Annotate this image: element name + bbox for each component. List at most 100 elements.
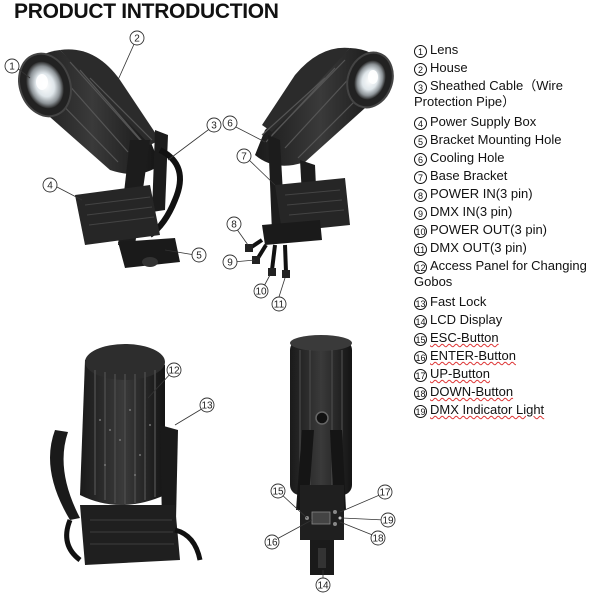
legend-label: Cooling Hole <box>430 150 505 165</box>
callout-10: 10 <box>253 283 269 299</box>
legend-label: DMX Indicator Light <box>430 402 545 417</box>
callout-2: 2 <box>129 30 145 46</box>
callout-number: 7 <box>241 152 247 163</box>
legend-number-badge: 4 <box>414 117 427 130</box>
legend-number-badge: 3 <box>414 81 427 94</box>
legend-label: Base Bracket <box>430 168 508 183</box>
legend-label: House <box>430 60 468 75</box>
callout-number: 5 <box>196 251 202 262</box>
legend-label: Access Panel for Changing Gobos <box>414 258 587 289</box>
legend-label: LCD Display <box>430 312 503 327</box>
callout-4: 4 <box>42 177 58 193</box>
legend-number-badge: 15 <box>414 333 427 346</box>
callout-6: 6 <box>222 115 238 131</box>
legend-label: DOWN-Button <box>430 384 514 399</box>
legend-number-badge: 18 <box>414 387 427 400</box>
callout-16: 16 <box>264 534 280 550</box>
legend-label: Sheathed Cable（Wire Protection Pipe） <box>414 78 563 109</box>
callout-number: 19 <box>382 516 394 527</box>
legend-number-badge: 19 <box>414 405 427 418</box>
legend-number-badge: 9 <box>414 207 427 220</box>
legend-label: ENTER-Button <box>430 348 516 363</box>
callout-3: 3 <box>206 117 222 133</box>
legend-label: POWER OUT(3 pin) <box>430 222 548 237</box>
legend-number-badge: 11 <box>414 243 427 256</box>
callout-5: 5 <box>191 247 207 263</box>
legend-label: Fast Lock <box>430 294 487 309</box>
legend-number-badge: 12 <box>414 261 427 274</box>
legend-number-badge: 14 <box>414 315 427 328</box>
callout-number: 13 <box>201 401 213 412</box>
callout-number: 10 <box>255 287 267 298</box>
projector-side-view <box>50 344 203 565</box>
legend-number-badge: 13 <box>414 297 427 310</box>
callout-number: 11 <box>274 300 285 311</box>
legend-label: Power Supply Box <box>430 114 537 129</box>
callout-number: 9 <box>227 258 233 269</box>
legend-label: POWER IN(3 pin) <box>430 186 533 201</box>
callout-1: 1 <box>4 58 20 74</box>
legend-number-badge: 2 <box>414 63 427 76</box>
legend-number-badge: 6 <box>414 153 427 166</box>
legend-label: UP-Button <box>430 366 490 381</box>
callout-19: 19 <box>380 512 396 528</box>
legend-number-badge: 8 <box>414 189 427 202</box>
projector-back-view <box>290 335 352 575</box>
callout-number: 8 <box>231 220 237 231</box>
callout-11: 11 <box>271 296 287 312</box>
callout-number: 2 <box>134 34 140 45</box>
page-title: PRODUCT INTRODUCTION <box>14 0 279 23</box>
callout-number: 1 <box>9 62 15 73</box>
callout-number: 3 <box>211 121 217 132</box>
callout-number: 17 <box>379 488 391 499</box>
callout-18: 18 <box>370 530 386 546</box>
callout-13: 13 <box>199 397 215 413</box>
legend-number-badge: 17 <box>414 369 427 382</box>
callout-17: 17 <box>377 484 393 500</box>
legend-label: Lens <box>430 42 459 57</box>
legend-label: DMX IN(3 pin) <box>430 204 513 219</box>
projector-rear-view <box>245 47 394 278</box>
callout-12: 12 <box>166 362 182 378</box>
callout-15: 15 <box>270 483 286 499</box>
callout-14: 14 <box>315 577 331 593</box>
callout-number: 18 <box>372 534 384 545</box>
callout-number: 16 <box>266 538 278 549</box>
legend-number-badge: 1 <box>414 45 427 58</box>
callout-number: 14 <box>317 581 329 592</box>
callout-leader-lines <box>16 41 385 580</box>
legend-number-badge: 10 <box>414 225 427 238</box>
legend-label: DMX OUT(3 pin) <box>430 240 527 255</box>
callout-7: 7 <box>236 148 252 164</box>
projector-front-view <box>18 49 183 268</box>
legend-label: Bracket Mounting Hole <box>430 132 562 147</box>
callout-8: 8 <box>226 216 242 232</box>
callout-number: 6 <box>227 119 233 130</box>
legend-number-badge: 16 <box>414 351 427 364</box>
callout-9: 9 <box>222 254 238 270</box>
callout-number: 4 <box>47 181 53 192</box>
legend-number-badge: 7 <box>414 171 427 184</box>
callout-number: 12 <box>168 366 180 377</box>
legend-number-badge: 5 <box>414 135 427 148</box>
